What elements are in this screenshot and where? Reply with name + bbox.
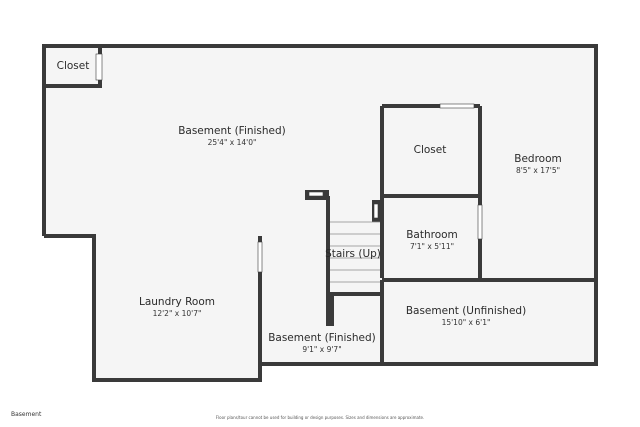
windows xyxy=(95,53,483,273)
basement-finished-lower-label: Basement (Finished) xyxy=(268,332,376,344)
laundry-room-dims: 12'2" x 10'7" xyxy=(153,309,202,318)
bedroom-label: Bedroom xyxy=(514,153,562,165)
floor-area xyxy=(44,46,596,380)
room-labels: Closet Basement (Finished) 25'4" x 14'0"… xyxy=(57,60,562,354)
basement-unfinished-label: Basement (Unfinished) xyxy=(406,305,526,317)
basement-unfinished-dims: 15'10" x 6'1" xyxy=(442,318,491,327)
floor-label: Basement xyxy=(11,411,42,418)
closet-top-left-label: Closet xyxy=(57,60,90,72)
stair-treads xyxy=(330,221,380,283)
closet-right-label: Closet xyxy=(414,144,447,156)
disclaimer: Floor plans/tour cannot be used for buil… xyxy=(215,415,425,420)
bedroom-dims: 8'5" x 17'5" xyxy=(516,166,560,175)
basement-finished-main-dims: 25'4" x 14'0" xyxy=(208,138,257,147)
laundry-room-label: Laundry Room xyxy=(139,296,215,308)
bathroom-label: Bathroom xyxy=(406,229,458,241)
basement-finished-lower-dims: 9'1" x 9'7" xyxy=(302,345,341,354)
bathroom-dims: 7'1" x 5'11" xyxy=(410,242,454,251)
stairs-label: Stairs (Up) xyxy=(325,248,381,260)
basement-finished-main-label: Basement (Finished) xyxy=(178,125,286,137)
